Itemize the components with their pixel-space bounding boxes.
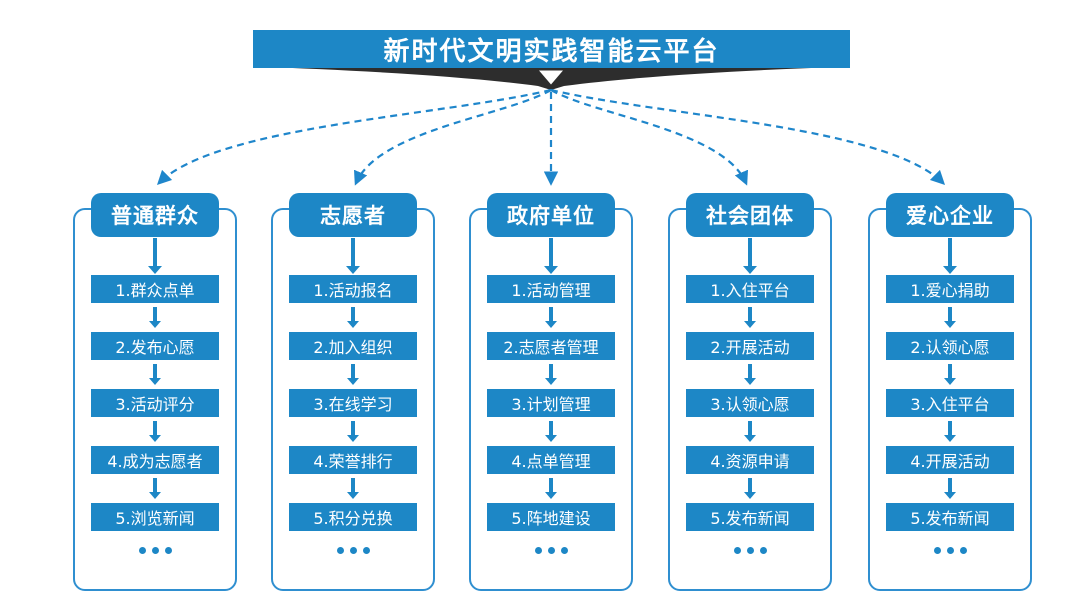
arrow-down-icon bbox=[346, 237, 360, 275]
arrow-down-icon bbox=[149, 360, 161, 389]
step-box: 2.开展活动 bbox=[686, 332, 814, 360]
step-box: 4.资源申请 bbox=[686, 446, 814, 474]
step-box: 5.浏览新闻 bbox=[91, 503, 219, 531]
ellipsis-dots bbox=[733, 547, 767, 554]
arrow-down-icon bbox=[347, 417, 359, 446]
step-box: 4.成为志愿者 bbox=[91, 446, 219, 474]
column-caring-enterprises: 爱心企业 1.爱心捐助 2.认领心愿 3.入住平台 4.开展活动 5.发布新闻 bbox=[868, 193, 1032, 591]
ellipsis-dots bbox=[336, 547, 370, 554]
platform-title-banner: 新时代文明实践智能云平台 bbox=[253, 30, 850, 68]
dashed-connector-col2 bbox=[354, 89, 552, 186]
arrow-down-icon bbox=[545, 360, 557, 389]
arrow-down-icon bbox=[545, 417, 557, 446]
arrow-down-icon bbox=[149, 474, 161, 503]
banner-ribbon bbox=[253, 66, 849, 90]
column-general-public: 普通群众 1.群众点单 2.发布心愿 3.活动评分 4.成为志愿者 5.浏览新闻 bbox=[73, 193, 237, 591]
column-social-groups: 社会团体 1.入住平台 2.开展活动 3.认领心愿 4.资源申请 5.发布新闻 bbox=[668, 193, 832, 591]
arrow-down-icon bbox=[544, 237, 558, 275]
step-box: 4.点单管理 bbox=[487, 446, 615, 474]
dashed-connector-col5 bbox=[550, 88, 946, 186]
arrow-down-icon bbox=[545, 474, 557, 503]
column-header: 志愿者 bbox=[289, 193, 417, 237]
step-box: 4.开展活动 bbox=[886, 446, 1014, 474]
arrow-down-icon bbox=[347, 360, 359, 389]
arrow-down-icon bbox=[944, 474, 956, 503]
arrow-down-icon bbox=[149, 417, 161, 446]
down-arrow-icon bbox=[539, 70, 563, 85]
column-header: 爱心企业 bbox=[886, 193, 1014, 237]
arrow-down-icon bbox=[347, 474, 359, 503]
arrow-down-icon bbox=[744, 360, 756, 389]
step-box: 1.活动报名 bbox=[289, 275, 417, 303]
arrow-down-icon bbox=[744, 474, 756, 503]
column-government-units: 政府单位 1.活动管理 2.志愿者管理 3.计划管理 4.点单管理 5.阵地建设 bbox=[469, 193, 633, 591]
step-box: 1.爱心捐助 bbox=[886, 275, 1014, 303]
dashed-connector-col1 bbox=[156, 88, 552, 186]
ellipsis-dots bbox=[138, 547, 172, 554]
step-box: 2.志愿者管理 bbox=[487, 332, 615, 360]
dashed-connector-col4 bbox=[550, 89, 748, 186]
arrow-down-icon bbox=[744, 303, 756, 332]
arrow-down-icon bbox=[347, 303, 359, 332]
step-box: 5.积分兑换 bbox=[289, 503, 417, 531]
step-box: 3.计划管理 bbox=[487, 389, 615, 417]
step-box: 5.发布新闻 bbox=[686, 503, 814, 531]
step-box: 1.群众点单 bbox=[91, 275, 219, 303]
column-header: 社会团体 bbox=[686, 193, 814, 237]
step-box: 2.发布心愿 bbox=[91, 332, 219, 360]
step-box: 5.发布新闻 bbox=[886, 503, 1014, 531]
step-box: 2.加入组织 bbox=[289, 332, 417, 360]
arrow-down-icon bbox=[149, 303, 161, 332]
step-box: 3.活动评分 bbox=[91, 389, 219, 417]
column-header: 普通群众 bbox=[91, 193, 219, 237]
ellipsis-dots bbox=[933, 547, 967, 554]
step-box: 3.认领心愿 bbox=[686, 389, 814, 417]
column-volunteers: 志愿者 1.活动报名 2.加入组织 3.在线学习 4.荣誉排行 5.积分兑换 bbox=[271, 193, 435, 591]
arrow-down-icon bbox=[944, 417, 956, 446]
arrow-down-icon bbox=[545, 303, 557, 332]
ellipsis-dots bbox=[534, 547, 568, 554]
platform-title: 新时代文明实践智能云平台 bbox=[383, 36, 720, 67]
step-box: 5.阵地建设 bbox=[487, 503, 615, 531]
arrow-down-icon bbox=[744, 417, 756, 446]
arrow-down-icon bbox=[743, 237, 757, 275]
step-box: 2.认领心愿 bbox=[886, 332, 1014, 360]
step-box: 3.入住平台 bbox=[886, 389, 1014, 417]
column-header: 政府单位 bbox=[487, 193, 615, 237]
step-box: 1.活动管理 bbox=[487, 275, 615, 303]
step-box: 1.入住平台 bbox=[686, 275, 814, 303]
arrow-down-icon bbox=[944, 303, 956, 332]
arrow-down-icon bbox=[148, 237, 162, 275]
arrow-down-icon bbox=[944, 360, 956, 389]
step-box: 3.在线学习 bbox=[289, 389, 417, 417]
step-box: 4.荣誉排行 bbox=[289, 446, 417, 474]
arrow-down-icon bbox=[943, 237, 957, 275]
